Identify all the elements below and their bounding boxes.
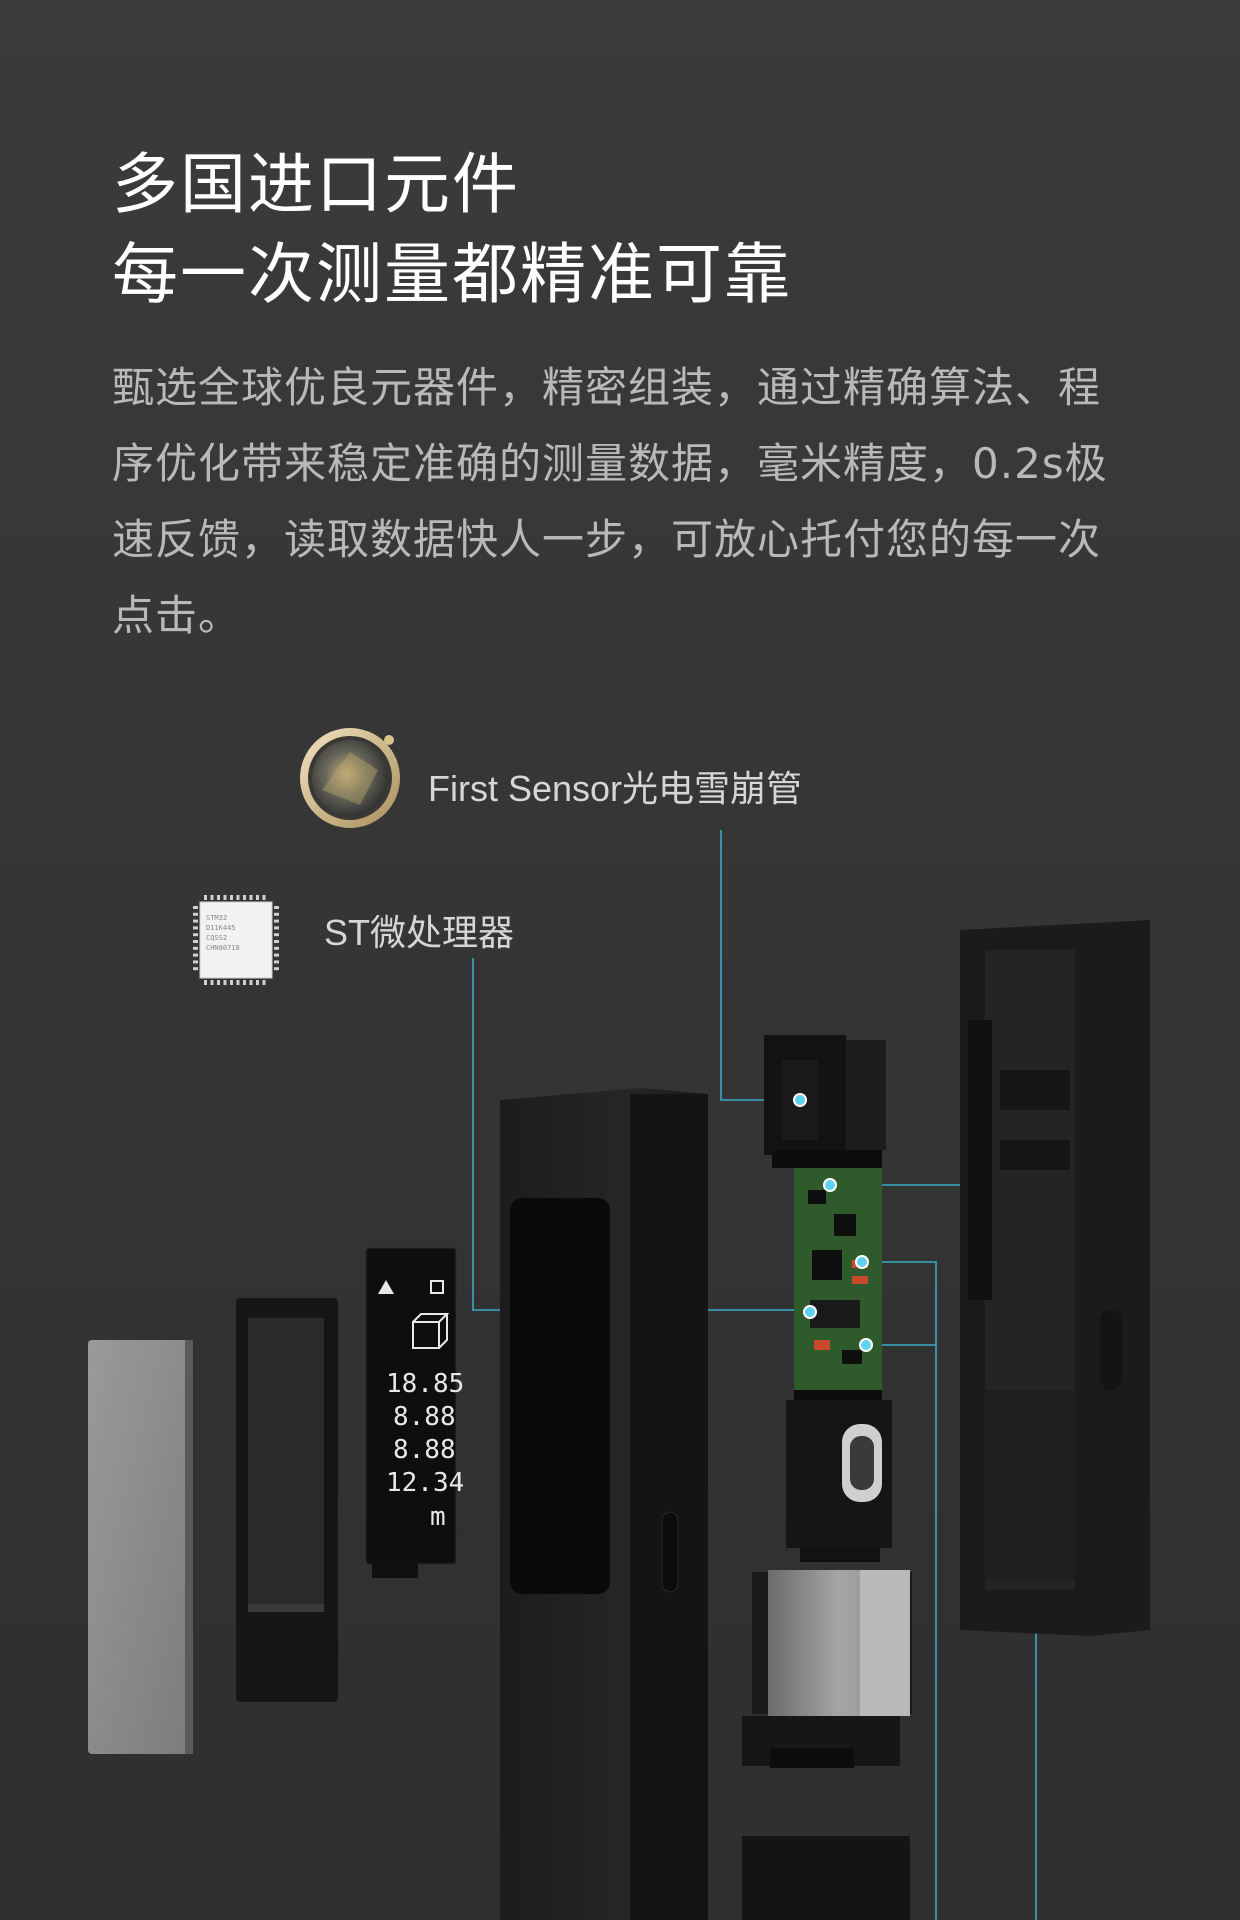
bottom-bracket xyxy=(742,1836,910,1920)
main-housing xyxy=(500,1088,708,1920)
callout-sensor-label: First Sensor光电雪崩管 xyxy=(428,768,803,809)
grey-back-plate xyxy=(88,1340,192,1754)
volume-cube-icon xyxy=(412,1313,450,1349)
callout-dot-mcu xyxy=(803,1305,817,1319)
callout-dot-sensor xyxy=(793,1093,807,1107)
callout-dot-pcb-3 xyxy=(859,1338,873,1352)
rear-cover xyxy=(960,920,1150,1636)
headline-line-1: 多国进口元件 xyxy=(112,146,520,223)
lcd-unit: m xyxy=(430,1502,446,1532)
callout-dot-pcb-1 xyxy=(823,1178,837,1192)
callout-dots xyxy=(793,1093,873,1352)
callout-mcu-label: ST微处理器 xyxy=(324,912,515,953)
headline-line-2: 每一次测量都精准可靠 xyxy=(112,236,792,313)
battery-icon xyxy=(430,1280,444,1294)
lcd-display-module: 18.85 8.88 8.88 12.34 m xyxy=(365,1247,464,1578)
optical-sensor-block xyxy=(764,1035,886,1168)
lcd-reading-2: 8.88 xyxy=(393,1402,456,1432)
avalanche-photodiode-icon xyxy=(300,728,400,828)
usb-c-port xyxy=(786,1400,892,1562)
lcd-reading-3: 8.88 xyxy=(393,1435,456,1465)
lcd-reading-1: 18.85 xyxy=(386,1369,464,1399)
microprocessor-on-pcb xyxy=(812,1250,842,1280)
battery-cell xyxy=(742,1570,912,1768)
lcd-reading-4: 12.34 xyxy=(386,1468,464,1498)
callout-dot-pcb-2 xyxy=(855,1255,869,1269)
laser-icon xyxy=(378,1280,394,1294)
leader-line-right-2 xyxy=(862,1261,937,1920)
display-frame xyxy=(236,1298,338,1702)
description-paragraph: 甄选全球优良元器件，精密组装，通过精确算法、程序优化带来稳定准确的测量数据，毫米… xyxy=(112,363,1108,640)
pcb-board xyxy=(794,1168,882,1408)
